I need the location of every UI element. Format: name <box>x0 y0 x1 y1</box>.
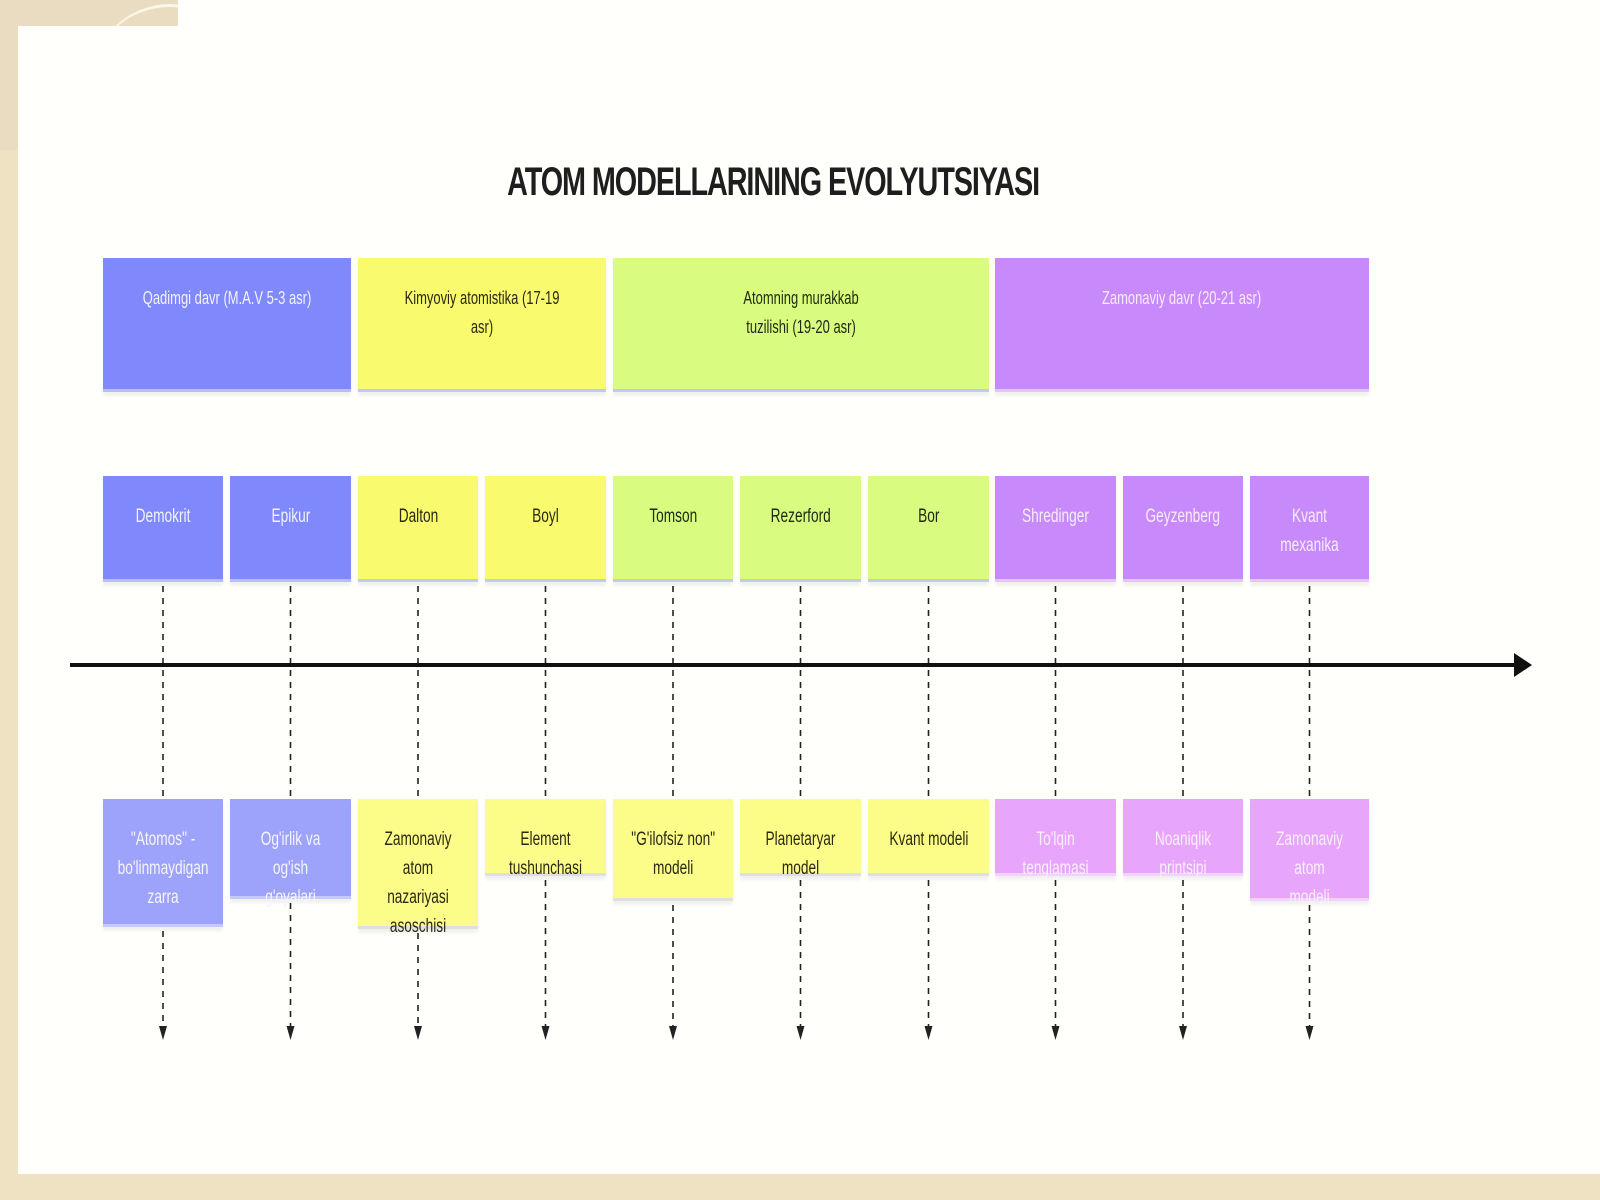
model-label: Zamonaviy atom nazariyasi asoschisi <box>384 829 452 937</box>
scientist-card: Boyl <box>485 476 606 582</box>
diagram-title: ATOM MODELLARINING EVOLYUTSIYASI <box>507 160 1040 204</box>
slide-top-strip <box>178 0 1600 30</box>
scientist-card: Kvant mexanika <box>1250 476 1369 582</box>
scientist-name: Demokrit <box>135 506 191 527</box>
scientist-name: Dalton <box>398 506 438 527</box>
scientist-name: Rezerford <box>770 506 831 527</box>
model-card: "Atomos" - bo'linmaydigan zarra <box>103 799 223 927</box>
timeline-arrowhead <box>1514 653 1532 677</box>
model-label: Kvant modeli <box>888 829 969 850</box>
scientist-name: Bor <box>917 506 940 527</box>
scientist-name: Geyzenberg <box>1145 506 1221 527</box>
model-label: "G'ilofsiz non" modeli <box>631 829 715 879</box>
model-label: Planetaryar model <box>765 829 836 879</box>
model-label: Noaniqlik printsipi <box>1154 829 1212 879</box>
scientist-card: Dalton <box>358 476 478 582</box>
model-label: "Atomos" - bo'linmaydigan zarra <box>117 829 209 908</box>
scientist-name: Kvant mexanika <box>1280 506 1339 556</box>
scientist-card: Bor <box>868 476 989 582</box>
connector-arrowhead <box>796 1026 805 1040</box>
connector-arrowhead <box>669 1026 677 1040</box>
connector-arrowhead <box>541 1026 550 1040</box>
era-chemical-atomism: Kimyoviy atomistika (17-19 asr) <box>358 258 606 392</box>
model-card: Og'irlik va og'ish g'oyalari <box>230 799 351 908</box>
connector-arrowhead <box>1051 1026 1060 1040</box>
era-complex-structure-label: Atomning murakkab tuzilishi (19-20 asr) <box>743 288 859 337</box>
connector-arrowhead <box>1179 1026 1187 1040</box>
model-card: Planetaryar model <box>740 799 861 879</box>
era-modern-label: Zamonaviy davr (20-21 asr) <box>1102 288 1262 308</box>
model-card: "G'ilofsiz non" modeli <box>613 799 733 901</box>
model-card: Element tushunchasi <box>485 799 606 879</box>
scientist-name: Tomson <box>649 506 697 527</box>
model-label: Og'irlik va og'ish g'oyalari <box>260 829 321 908</box>
scientist-name: Boyl <box>532 506 559 527</box>
corner-arc <box>90 4 250 167</box>
scientist-name: Shredinger <box>1022 506 1089 527</box>
connector-lines <box>159 586 1314 1040</box>
model-card: Kvant modeli <box>868 799 989 876</box>
model-card: Zamonaviy atom modeli <box>1250 799 1369 908</box>
scientist-card: Epikur <box>230 476 351 582</box>
model-label: Zamonaviy atom modeli <box>1276 829 1343 908</box>
era-ancient: Qadimgi davr (M.A.V 5-3 asr) <box>103 258 351 392</box>
scientist-card: Tomson <box>613 476 733 582</box>
connector-arrowhead <box>414 1026 422 1040</box>
model-label: To'lqin tenglamasi <box>1022 829 1089 879</box>
scientist-card: Rezerford <box>740 476 861 582</box>
era-ancient-label: Qadimgi davr (M.A.V 5-3 asr) <box>142 288 312 308</box>
model-label: Element tushunchasi <box>508 829 583 879</box>
slide-canvas <box>18 26 1600 1174</box>
connector-arrowhead <box>1305 1026 1314 1040</box>
scientist-card: Shredinger <box>995 476 1116 582</box>
era-chemical-atomism-label: Kimyoviy atomistika (17-19 asr) <box>404 288 560 337</box>
scientist-card: Demokrit <box>103 476 223 582</box>
connector-arrowhead <box>286 1026 295 1040</box>
connector-arrowhead <box>159 1026 167 1040</box>
era-complex-structure: Atomning murakkab tuzilishi (19-20 asr) <box>613 258 989 392</box>
model-card: Zamonaviy atom nazariyasi asoschisi <box>358 799 478 937</box>
era-modern: Zamonaviy davr (20-21 asr) <box>995 258 1369 392</box>
connector-arrowhead <box>924 1026 933 1040</box>
scientist-name: Epikur <box>271 506 310 527</box>
scientist-card: Geyzenberg <box>1123 476 1243 582</box>
model-card: Noaniqlik printsipi <box>1123 799 1243 879</box>
model-card: To'lqin tenglamasi <box>995 799 1116 879</box>
